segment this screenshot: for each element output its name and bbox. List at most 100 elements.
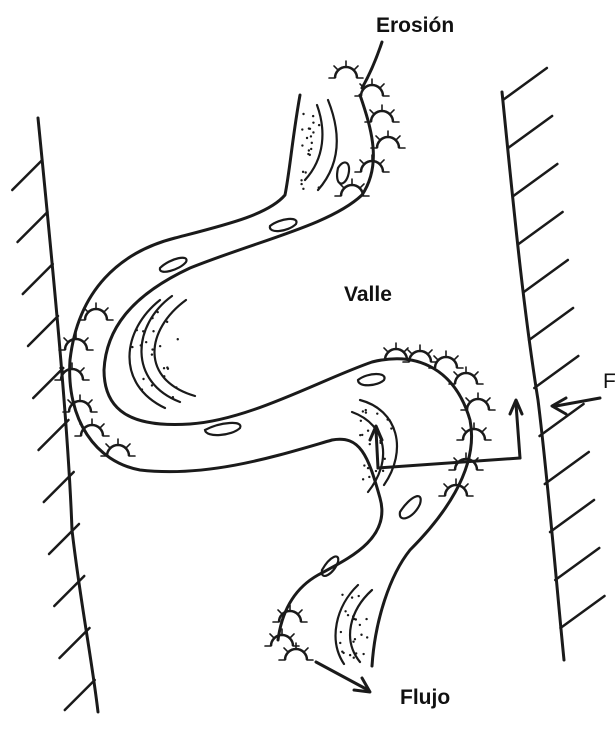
sand-dot — [131, 346, 133, 348]
erosion-tick — [270, 634, 274, 638]
sand-dot — [358, 595, 360, 597]
sand-dot — [382, 470, 384, 472]
sand-dot — [341, 594, 343, 596]
erosion-tick — [390, 110, 394, 114]
erosion-tick — [454, 356, 458, 360]
erosion-tick — [428, 350, 432, 354]
flow-direction-arrow — [316, 662, 370, 692]
wall-hatch-mark — [540, 404, 584, 436]
sand-dot — [318, 124, 320, 126]
sand-dot — [172, 396, 174, 398]
erosion-tick — [84, 338, 88, 342]
wall-hatch-mark — [561, 596, 605, 628]
wall-hatch-mark — [513, 164, 557, 196]
sand-dot — [163, 375, 165, 377]
sand-dot — [142, 330, 144, 332]
sand-dot — [141, 388, 143, 390]
sand-dot — [375, 470, 377, 472]
sand-dot — [151, 317, 153, 319]
sand-dot — [355, 618, 357, 620]
erosion-scallop — [435, 357, 457, 368]
erosion-tick — [380, 84, 384, 88]
sand-dot — [365, 411, 367, 413]
erosion-tick — [396, 136, 400, 140]
wall-hatch-mark — [519, 212, 563, 244]
sand-dot — [352, 641, 354, 643]
erosion-tick — [482, 428, 486, 432]
sand-dot — [352, 615, 354, 617]
sand-dot — [159, 345, 161, 347]
sand-dot — [365, 409, 367, 411]
sand-dot — [349, 654, 351, 656]
erosion-tick — [298, 610, 302, 614]
erosion-tick — [354, 66, 358, 70]
wall-hatch-mark — [12, 160, 42, 190]
erosion-scallop — [463, 429, 485, 440]
sand-dot — [310, 135, 312, 137]
erosion-scallop — [285, 649, 307, 660]
sand-dot — [362, 653, 364, 655]
erosion-tick — [462, 428, 466, 432]
sand-dot — [368, 476, 370, 478]
sand-dot — [365, 618, 367, 620]
sand-dot — [308, 149, 310, 151]
erosion-tick — [380, 160, 384, 164]
erosion-tick — [126, 444, 130, 448]
erosion-tick — [384, 348, 388, 352]
wall-hatch-mark — [534, 356, 578, 388]
wall-hatch-mark — [555, 548, 599, 580]
erosion-label: Erosión — [376, 14, 454, 38]
sand-dot — [136, 329, 138, 331]
left-valley-wall — [12, 118, 98, 712]
sand-dot — [304, 171, 306, 173]
right-wall-pointer-arrow — [552, 398, 600, 414]
wall-hatch-mark — [508, 116, 552, 148]
erosion-tick — [88, 400, 92, 404]
right-valley-wall — [502, 68, 605, 660]
wall-hatch-mark — [65, 680, 95, 710]
wall-hatch-mark — [33, 368, 63, 398]
sand-dot — [302, 188, 304, 190]
erosion-scallop — [69, 401, 91, 412]
sand-dot — [361, 434, 363, 436]
sand-dot — [151, 384, 153, 386]
erosion-scallop — [61, 369, 83, 380]
wall-hatch-mark — [23, 264, 53, 294]
sand-dot — [363, 464, 365, 466]
erosion-tick — [486, 398, 490, 402]
sand-dot — [344, 610, 346, 612]
erosion-tick — [278, 610, 282, 614]
sand-dot — [310, 148, 312, 150]
sand-dot — [175, 386, 177, 388]
sand-dot — [353, 656, 355, 658]
wall-hatch-mark — [545, 452, 589, 484]
sand-dot — [390, 427, 392, 429]
sand-dot — [360, 634, 362, 636]
sand-dot — [300, 179, 302, 181]
erosion-tick — [334, 66, 338, 70]
wall-hatch-mark — [60, 628, 90, 658]
sand-dot — [359, 624, 361, 626]
sand-dot — [366, 636, 368, 638]
erosion-tick — [474, 372, 478, 376]
sand-dot — [369, 443, 371, 445]
cross-section-marker — [370, 400, 522, 468]
erosion-scallop — [107, 445, 129, 456]
sand-dot — [142, 378, 144, 380]
sand-dot — [379, 442, 381, 444]
sand-dot — [367, 430, 369, 432]
erosion-tick — [100, 424, 104, 428]
wall-hatch-mark — [17, 212, 47, 242]
sand-dot — [312, 131, 314, 133]
sand-dot — [312, 121, 314, 123]
sand-dot — [312, 115, 314, 117]
erosion-scallops — [55, 61, 495, 660]
erosion-scallop — [271, 635, 293, 646]
sand-dot — [362, 410, 364, 412]
sand-dot — [355, 652, 357, 654]
erosion-tick — [376, 136, 380, 140]
sand-dot — [151, 348, 153, 350]
sand-dot — [318, 186, 320, 188]
erosion-scallop — [371, 111, 393, 122]
